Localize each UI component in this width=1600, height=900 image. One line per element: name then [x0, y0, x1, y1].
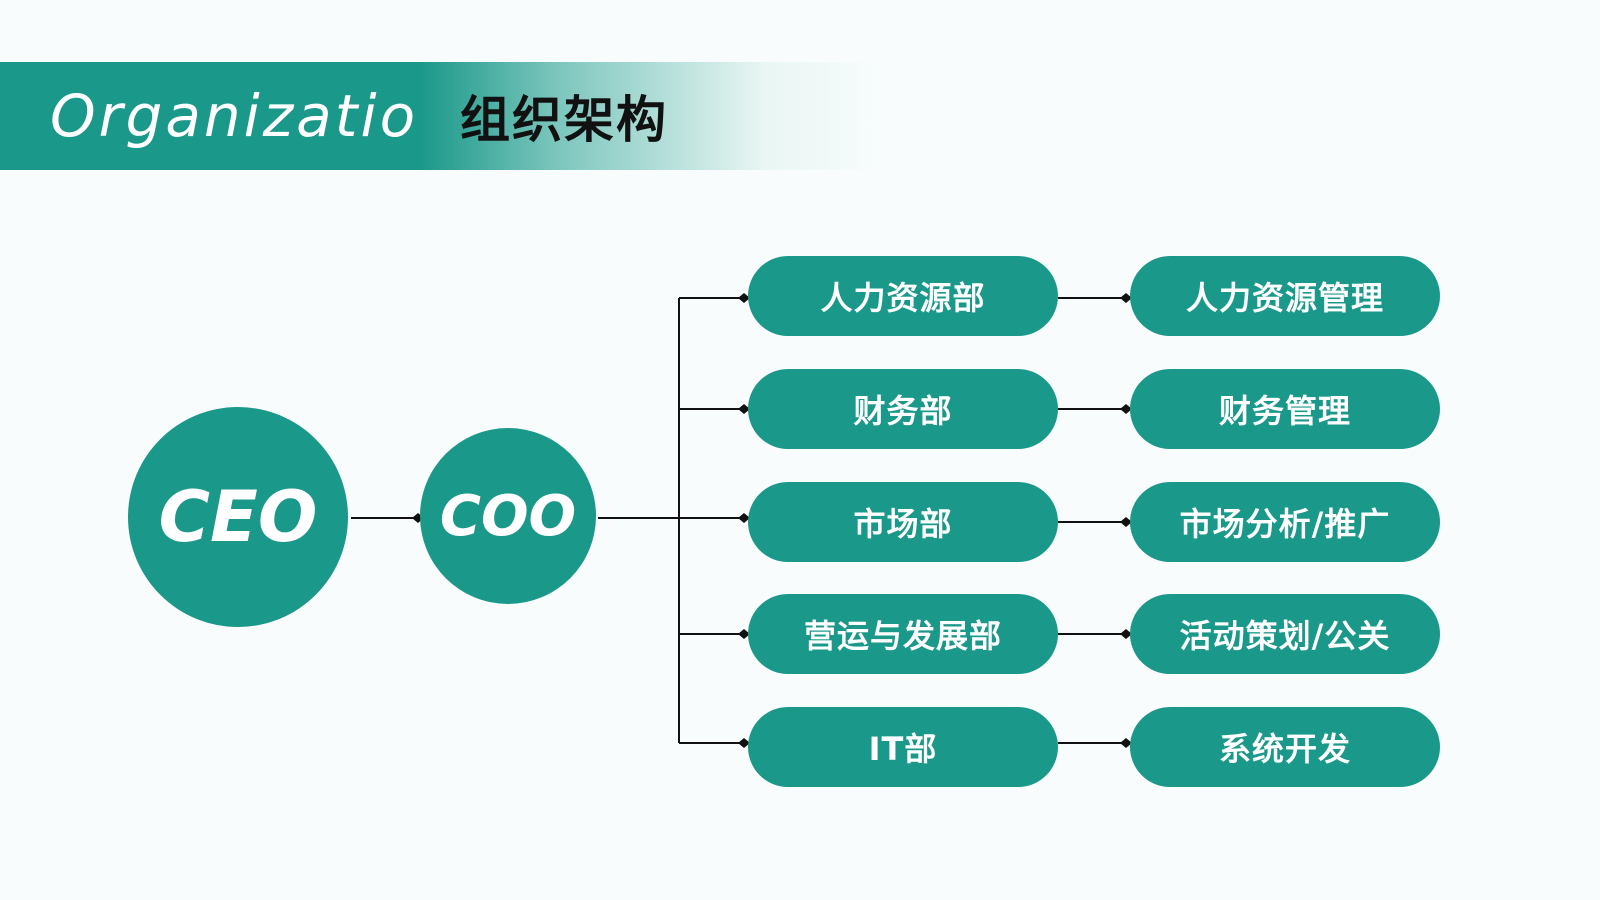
arrowhead-dept-3: [738, 513, 750, 523]
func-node-operations: 活动策划/公关: [1130, 594, 1440, 674]
func-node-it: 系统开发: [1130, 707, 1440, 787]
dept-node-operations: 营运与发展部: [748, 594, 1058, 674]
arrowhead-func-1: [1120, 293, 1132, 303]
arrowhead-dept-2: [738, 404, 750, 414]
func-node-marketing: 市场分析/推广: [1130, 482, 1440, 562]
dept-node-it: IT部: [748, 707, 1058, 787]
dept-node-hr: 人力资源部: [748, 256, 1058, 336]
arrowhead-dept-4: [738, 629, 750, 639]
arrowhead-func-2: [1120, 404, 1132, 414]
arrowhead-func-5: [1120, 738, 1132, 748]
header-title-en: Organization: [50, 82, 458, 150]
header-title-bar: Organization: [0, 62, 455, 170]
arrowhead-func-4: [1120, 629, 1132, 639]
dept-node-finance: 财务部: [748, 369, 1058, 449]
arrowhead-dept-5: [738, 738, 750, 748]
arrowhead-func-3: [1120, 517, 1132, 527]
func-node-hr: 人力资源管理: [1130, 256, 1440, 336]
coo-node: COO: [420, 428, 596, 604]
dept-node-marketing: 市场部: [748, 482, 1058, 562]
arrowhead-dept-1: [738, 293, 750, 303]
header-title-gradient: 组织架构: [420, 62, 880, 170]
header-title-cn: 组织架构: [460, 90, 668, 149]
func-node-finance: 财务管理: [1130, 369, 1440, 449]
ceo-node: CEO: [128, 407, 348, 627]
